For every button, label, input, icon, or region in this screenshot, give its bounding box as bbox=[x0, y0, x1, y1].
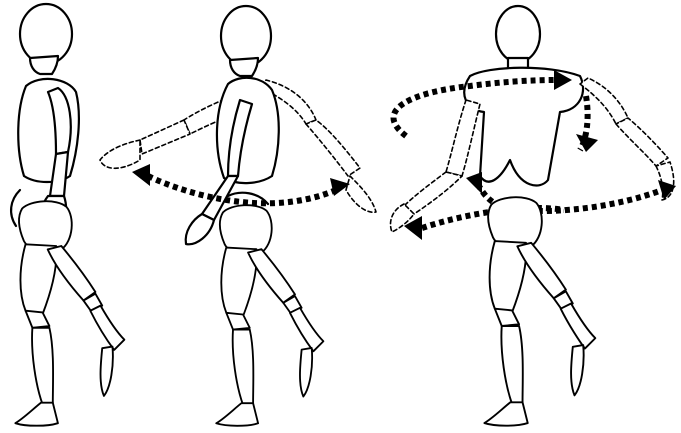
figure-3-mannequin bbox=[391, 6, 677, 426]
ghost-arm-left bbox=[391, 100, 481, 232]
head-2 bbox=[221, 6, 271, 66]
figure-1-mannequin bbox=[11, 4, 124, 426]
figure-2-mannequin bbox=[100, 6, 376, 426]
head-1 bbox=[20, 4, 72, 64]
head-3 bbox=[496, 6, 540, 62]
torso-3 bbox=[464, 68, 583, 186]
torso-2 bbox=[217, 78, 279, 183]
